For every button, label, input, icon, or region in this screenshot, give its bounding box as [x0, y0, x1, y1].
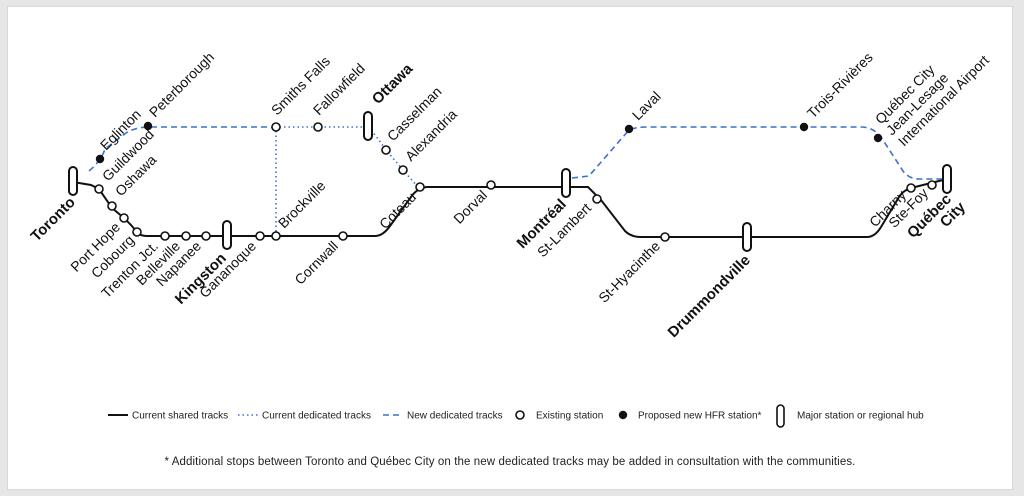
station-napanee: [201, 231, 211, 241]
station-dorval: [486, 180, 496, 190]
label-peterborough: Peterborough: [146, 49, 217, 120]
station-belleville: [181, 231, 191, 241]
label-trois-rivieres: Trois-Rivières: [804, 49, 876, 121]
station-st-hyacinthe: [660, 232, 670, 242]
label-brockville: Brockville: [275, 177, 329, 231]
legend-existing-swatch: [515, 410, 525, 420]
station-casselman: [381, 145, 391, 155]
station-brockville: [271, 231, 281, 241]
legend-major-label: Major station or regional hub: [797, 411, 924, 422]
footnote: * Additional stops between Toronto and Q…: [164, 456, 856, 468]
station-fallowfield: [313, 122, 323, 132]
station-trenton-jct: [160, 231, 170, 241]
new-track-toronto-peterborough: [88, 126, 276, 172]
station-ste-foy: [927, 180, 937, 190]
proposed-station-peterborough: [143, 121, 153, 131]
label-ottawa: Ottawa: [369, 60, 417, 108]
major-station-quebec-city: [942, 164, 952, 194]
label-laval: Laval: [629, 88, 664, 123]
major-station-kingston: [222, 220, 232, 250]
station-alexandria: [398, 165, 408, 175]
legend-dedicated-label: Current dedicated tracks: [262, 411, 371, 422]
map-card: Eglinton Peterborough Guildwood Oshawa B…: [7, 6, 1013, 490]
station-st-lambert: [592, 194, 602, 204]
station-gananoque: [255, 231, 265, 241]
station-charny: [906, 183, 916, 193]
label-st-hyacinthe: St-Hyacinthe: [595, 238, 663, 306]
proposed-station-trois-rivieres: [799, 122, 809, 132]
legend-new-label: New dedicated tracks: [407, 411, 503, 422]
legend-existing-label: Existing station: [536, 411, 603, 422]
station-oshawa: [107, 201, 117, 211]
proposed-station-laval: [624, 124, 634, 134]
major-station-toronto: [68, 166, 78, 196]
shared-track-montreal-quebec: [564, 178, 948, 238]
new-track-montreal-quebec: [571, 126, 947, 180]
station-cobourg: [132, 227, 142, 237]
legend: Current shared tracks Current dedicated …: [108, 404, 924, 428]
label-toronto: Toronto: [28, 194, 79, 245]
label-drummondville: Drummondville: [665, 252, 754, 341]
proposed-station-eglinton: [95, 154, 105, 164]
legend-proposed-swatch: [618, 410, 628, 420]
station-smiths-falls: [271, 122, 281, 132]
legend-proposed-label: Proposed new HFR station*: [638, 411, 762, 422]
label-coteau: Coteau: [376, 189, 419, 232]
station-cornwall: [338, 231, 348, 241]
label-cornwall: Cornwall: [291, 238, 341, 288]
station-port-hope: [119, 213, 129, 223]
major-station-drummondville: [742, 222, 752, 252]
station-coteau: [415, 182, 425, 192]
major-station-montreal: [561, 168, 571, 198]
label-dorval: Dorval: [450, 187, 490, 227]
major-station-ottawa: [363, 111, 373, 141]
legend-major-swatch: [776, 404, 785, 428]
legend-shared-label: Current shared tracks: [132, 411, 228, 422]
station-guildwood: [94, 184, 104, 194]
proposed-station-quebec-airport: [873, 133, 883, 143]
rail-network-map: Eglinton Peterborough Guildwood Oshawa B…: [28, 49, 992, 428]
